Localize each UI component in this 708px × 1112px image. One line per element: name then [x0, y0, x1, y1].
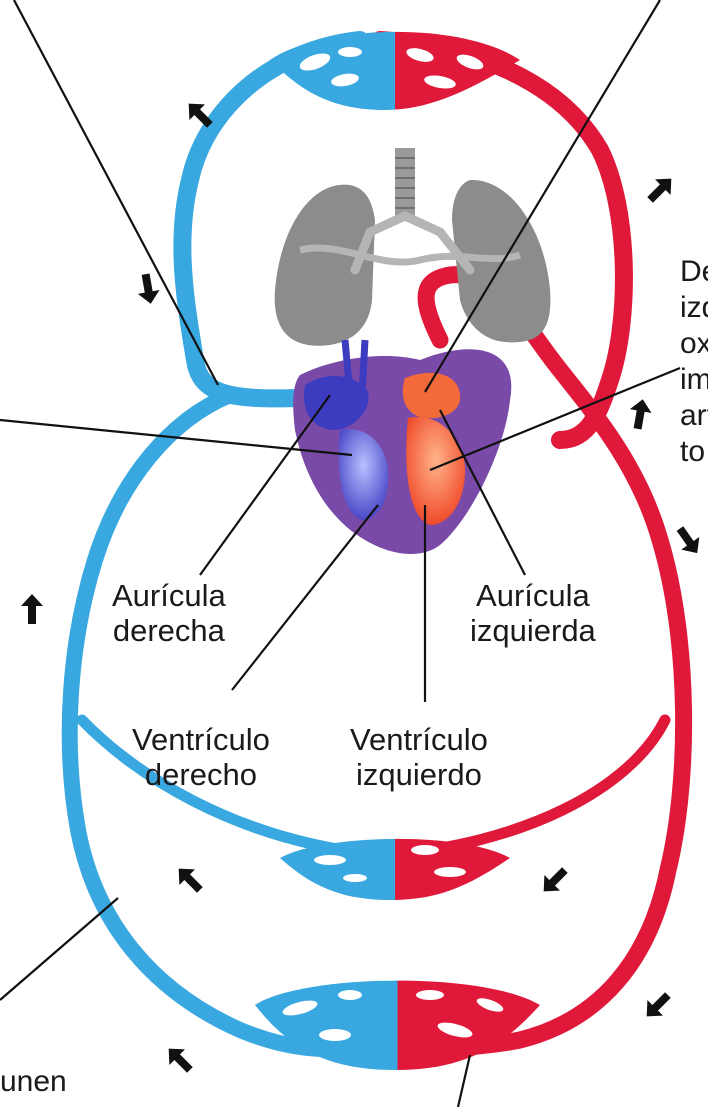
lungs	[275, 148, 551, 346]
flow-arrow-icon	[171, 861, 208, 898]
label-auricula-derecha: Aurícula derecha	[112, 578, 226, 648]
flow-arrow-icon	[21, 594, 43, 624]
capillary-bed-top	[270, 32, 520, 110]
flow-arrow-icon	[642, 171, 679, 208]
flow-arrow-icon	[639, 987, 676, 1024]
flow-arrow-icon	[161, 1041, 198, 1078]
label-ventriculo-derecho: Ventrículo derecho	[132, 722, 270, 792]
capillary-bed-middle	[280, 839, 510, 900]
flow-arrow-icon	[627, 397, 654, 430]
heart	[293, 340, 511, 554]
flow-arrow-icon	[536, 862, 573, 899]
capillary-bed-bottom	[255, 981, 540, 1070]
label-auricula-izquierda: Aurícula izquierda	[470, 578, 596, 648]
flow-arrow-icon	[671, 522, 706, 559]
label-ventriculo-izquierdo: Ventrículo izquierdo	[350, 722, 488, 792]
label-bottom-fragment: unen	[0, 1064, 67, 1100]
label-right-fragment: De izq oxi im art to	[680, 254, 708, 470]
flow-arrow-icon	[135, 272, 162, 305]
